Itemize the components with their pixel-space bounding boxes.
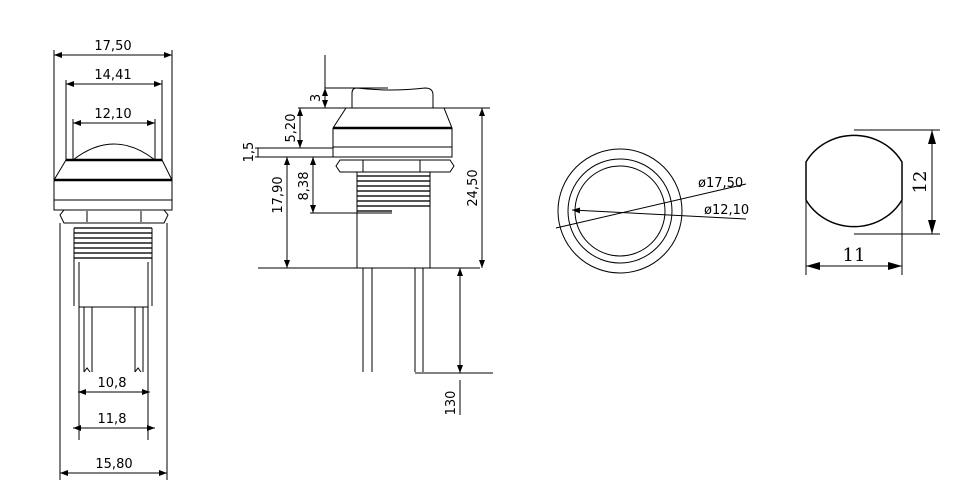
dim-cap-height: 5,20 bbox=[284, 114, 299, 143]
dim-pin-inner: 10,8 bbox=[98, 376, 127, 391]
dim-outer-diameter: ø17,50 bbox=[698, 176, 743, 191]
top-view: ø17,50 ø12,10 bbox=[555, 148, 749, 274]
cutout-view: 11 12 bbox=[805, 129, 940, 275]
dim-cap-width: 14,41 bbox=[94, 68, 131, 83]
dim-button-height: 3 bbox=[309, 94, 324, 102]
dim-pin-length: 130 bbox=[444, 391, 459, 416]
dim-cutout-width: 11 bbox=[843, 245, 866, 266]
dim-pin-outer: 11,8 bbox=[98, 412, 127, 427]
dim-button-width: 12,10 bbox=[94, 107, 131, 122]
dim-body-height: 17,90 bbox=[271, 176, 286, 213]
dim-thread-length: 8,38 bbox=[297, 172, 312, 201]
dim-body-width: 15,80 bbox=[95, 457, 132, 472]
dim-cutout-height: 12 bbox=[910, 171, 931, 194]
dim-overall-width: 17,50 bbox=[94, 39, 131, 54]
dim-flange: 1,5 bbox=[242, 142, 257, 163]
dim-total-height: 24,50 bbox=[466, 169, 481, 206]
front-view: 17,50 14,41 12,10 10,8 11,8 15,80 bbox=[53, 39, 173, 480]
dim-inner-diameter: ø12,10 bbox=[704, 203, 749, 218]
side-view: 3 5,20 1,5 17,90 8,38 24,50 130 bbox=[242, 55, 493, 415]
